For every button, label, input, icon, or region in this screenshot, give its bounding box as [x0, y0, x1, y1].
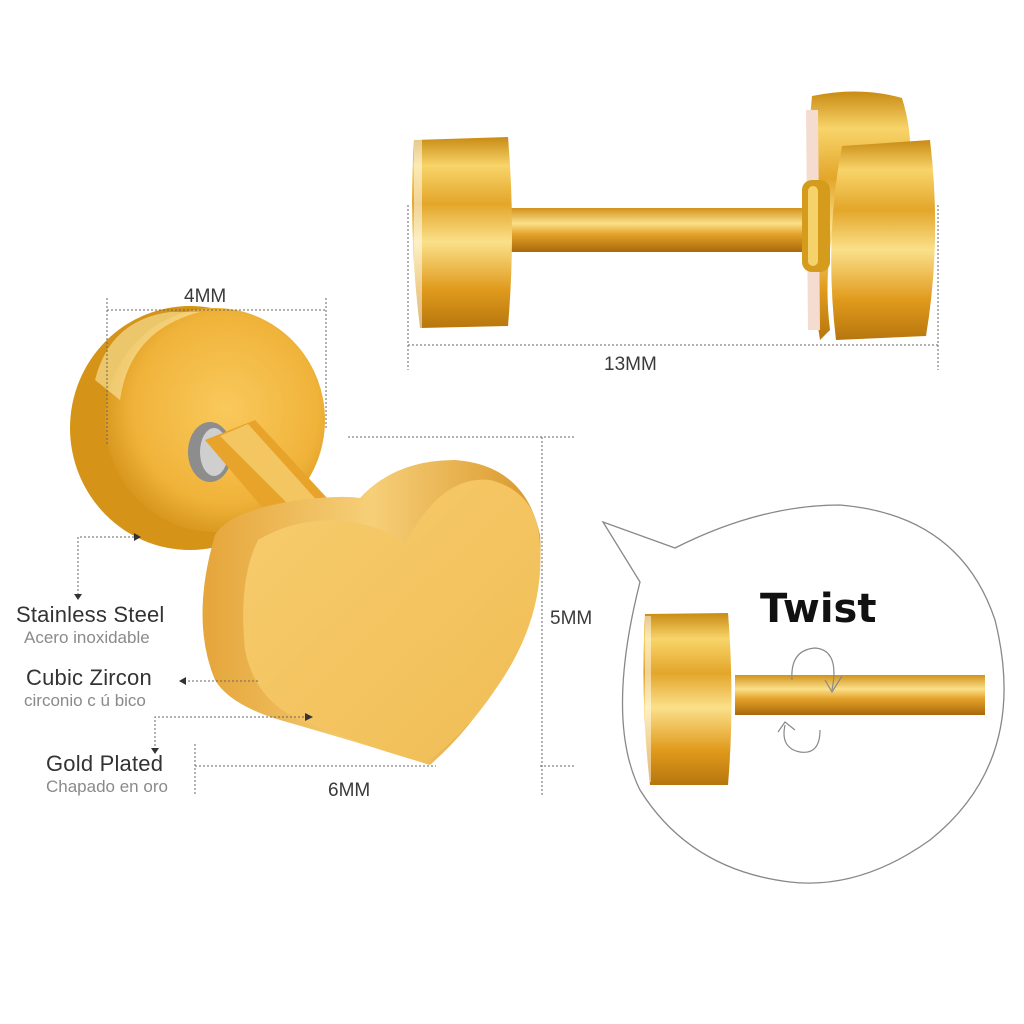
- material-name: Stainless Steel: [16, 602, 165, 627]
- material-translation: circonio c ú bico: [24, 691, 146, 710]
- pointer-arrowheads: [74, 533, 313, 754]
- material-translation: Chapado en oro: [46, 777, 168, 796]
- material-stainless-steel: Stainless Steel Acero inoxidable: [16, 602, 165, 648]
- dimension-4mm-label: 4MM: [184, 286, 227, 307]
- dimension-13mm-label: 13MM: [604, 354, 657, 375]
- material-translation: Acero inoxidable: [24, 628, 150, 647]
- dimension-5mm-label: 5MM: [550, 608, 593, 629]
- dimension-lines-main: [77, 298, 576, 795]
- material-gold-plated: Gold Plated Chapado en oro: [46, 751, 168, 797]
- rotation-arrows-icon: [777, 647, 843, 753]
- twist-label: Twist: [760, 586, 877, 632]
- dimension-6mm-label: 6MM: [328, 780, 371, 801]
- twist-callout-bubble: [601, 504, 1005, 884]
- top-earring-side-view: [412, 91, 936, 340]
- material-name: Gold Plated: [46, 751, 164, 776]
- material-name: Cubic Zircon: [26, 665, 152, 690]
- main-earring-angled-view: [70, 306, 541, 765]
- material-cubic-zircon: Cubic Zircon circonio c ú bico: [24, 665, 152, 711]
- dimension-13mm-line: [407, 205, 940, 370]
